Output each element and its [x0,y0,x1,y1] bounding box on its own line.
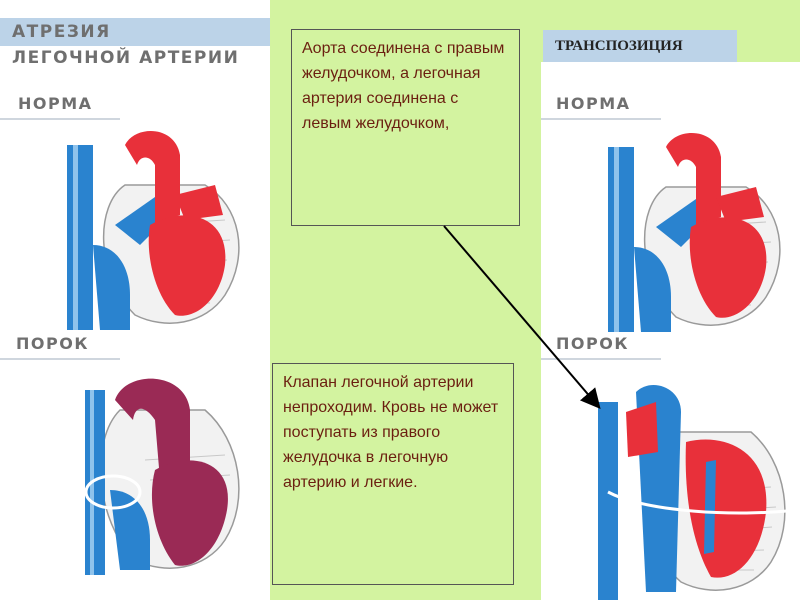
arrow-line [444,226,598,406]
